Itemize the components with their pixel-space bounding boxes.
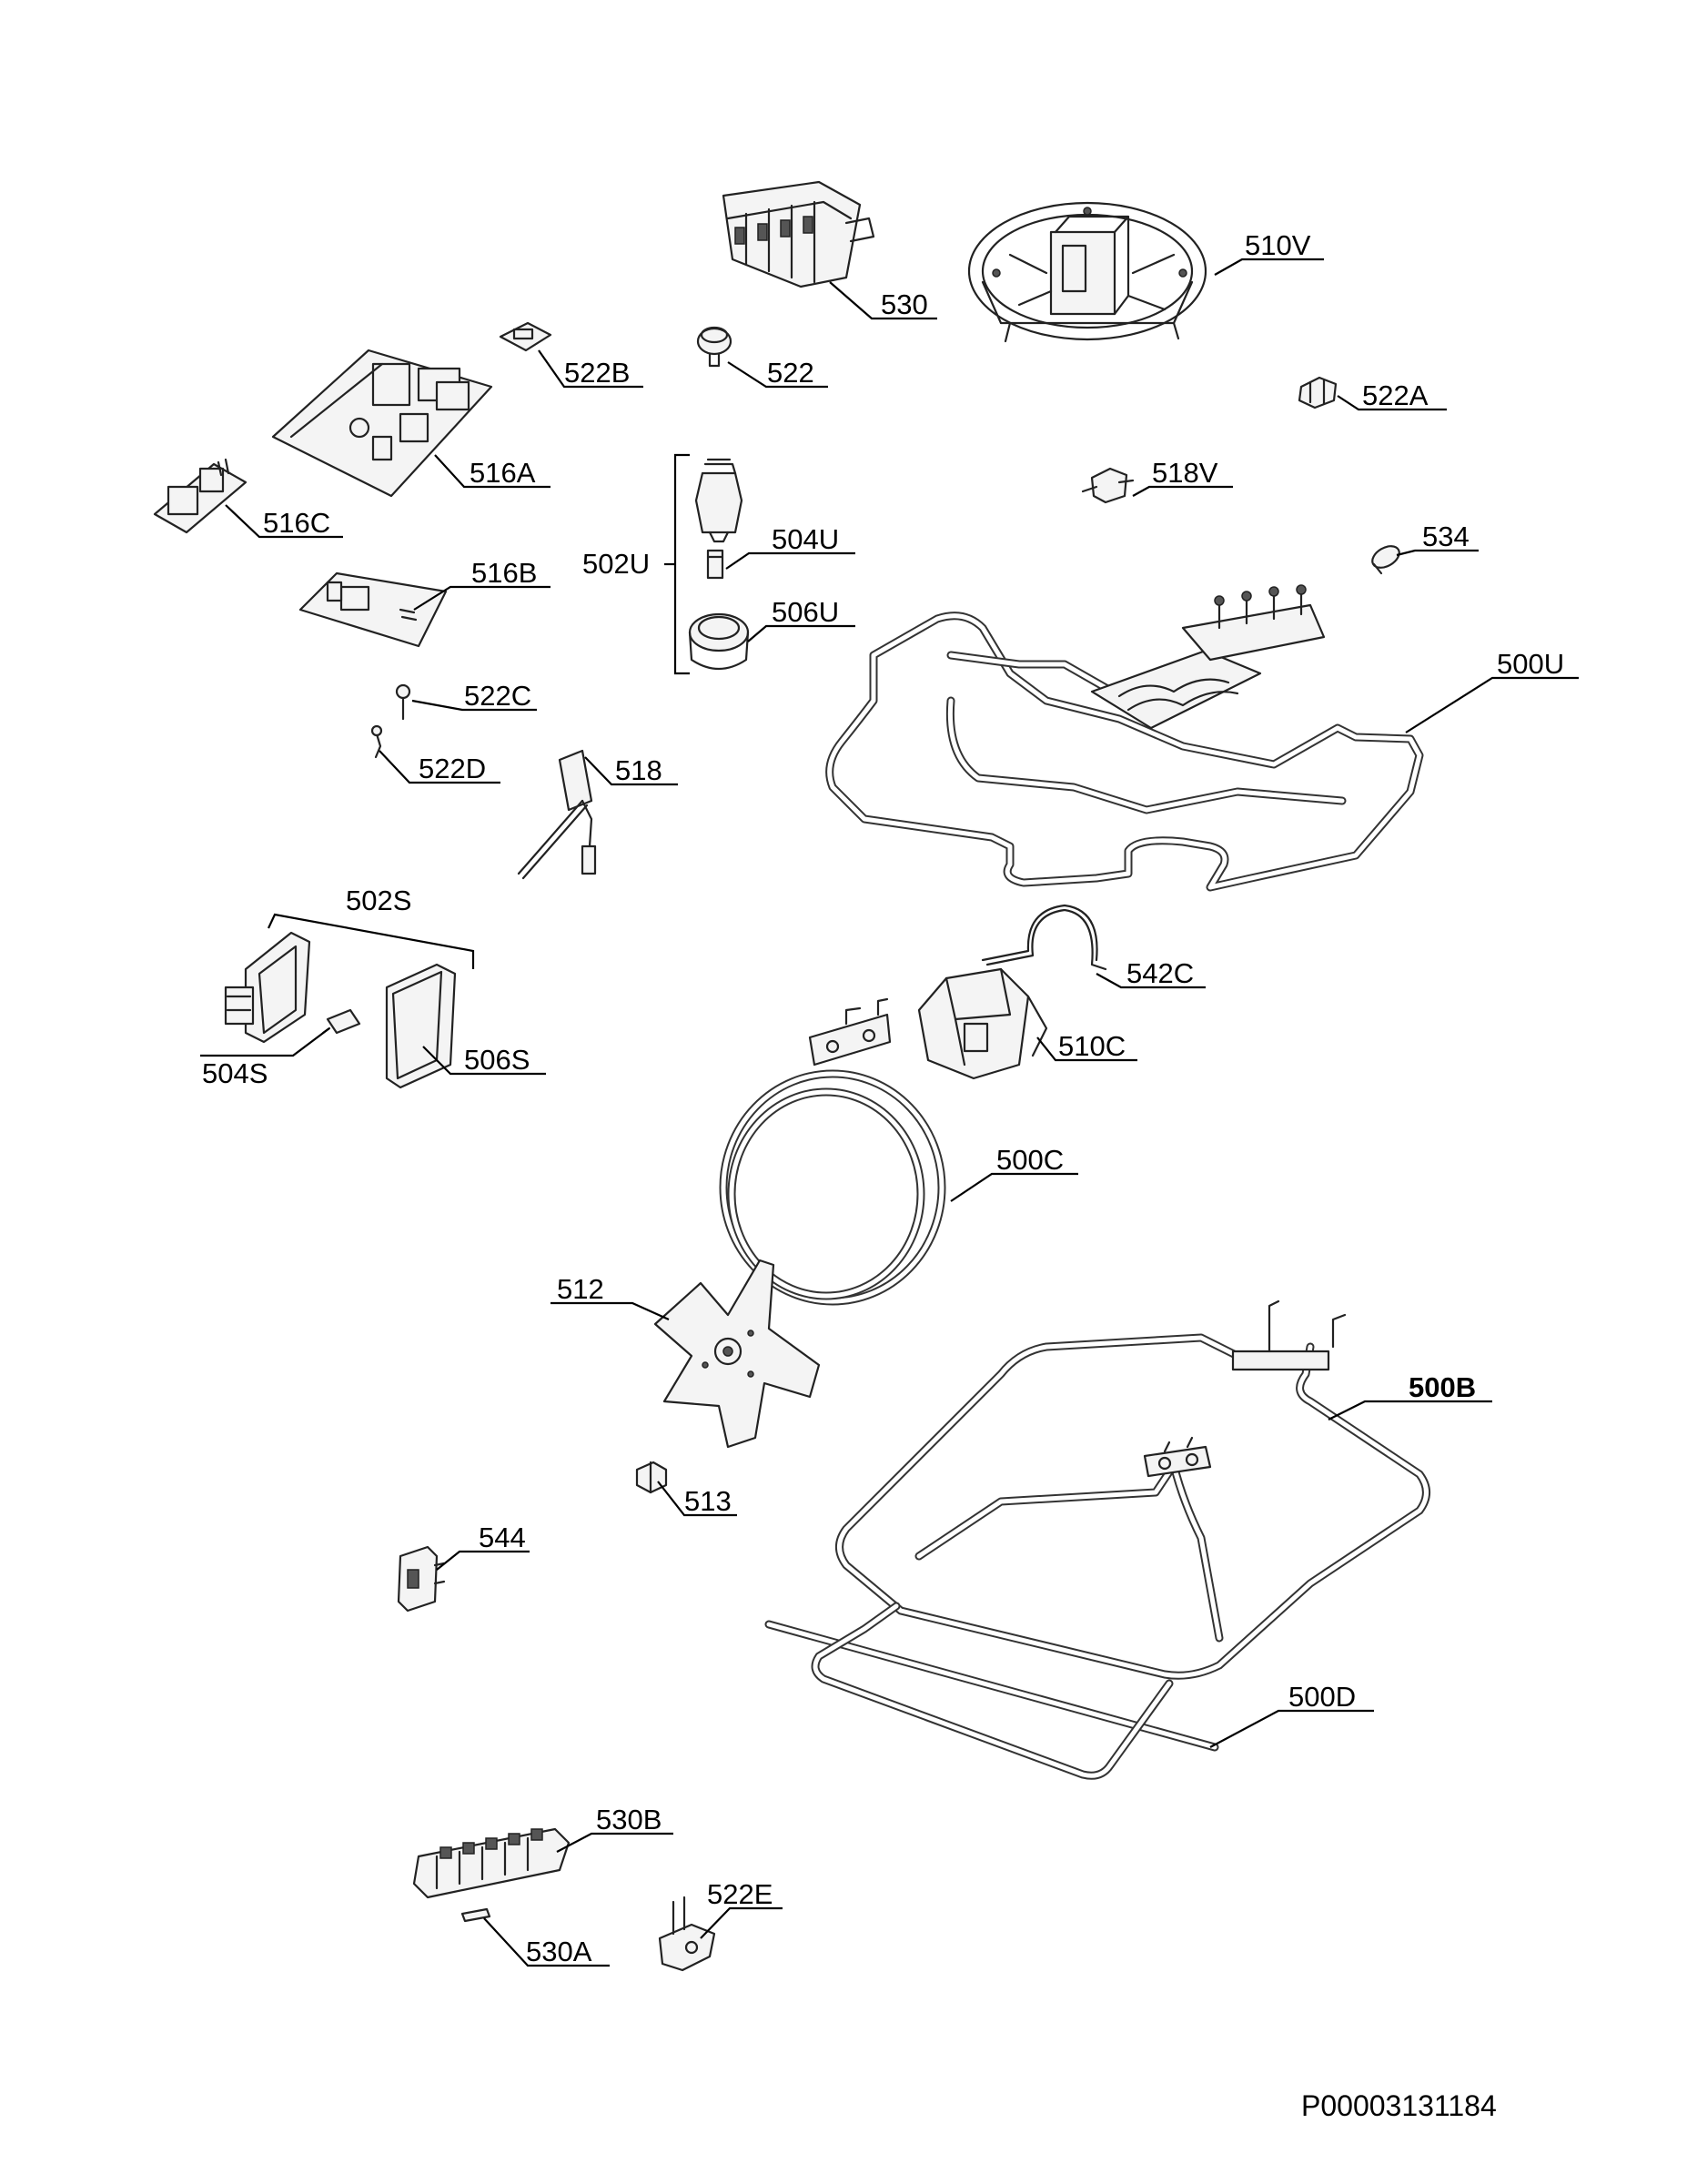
callout-500D: 500D (1288, 1681, 1356, 1713)
part-530-terminal-block (722, 180, 875, 288)
callout-530A: 530A (526, 1936, 592, 1967)
callout-512: 512 (557, 1273, 604, 1305)
part-542C-clip (981, 904, 1107, 971)
part-518-sensor (517, 749, 597, 880)
part-502S-housing (224, 931, 311, 1044)
callout-504U: 504U (772, 523, 839, 555)
callout-542C: 542C (1126, 957, 1194, 989)
callout-522: 522 (767, 357, 814, 389)
part-516A-board (271, 349, 493, 498)
callout-502U: 502U (582, 548, 650, 580)
callout-500B: 500B (1409, 1371, 1476, 1403)
callout-506S: 506S (464, 1044, 530, 1076)
callout-518: 518 (615, 754, 662, 786)
part-500U-grill-element (825, 584, 1424, 892)
callout-522C: 522C (464, 680, 531, 712)
callout-534: 534 (1422, 521, 1470, 552)
document-id: P00003131184 (1301, 2089, 1497, 2122)
part-530A (460, 1907, 491, 1923)
part-500C-ring-element (719, 997, 946, 1306)
part-522A (1298, 376, 1338, 410)
part-506S-cover (385, 963, 457, 1089)
part-513-nut (635, 1461, 668, 1494)
part-502S-bracket (268, 913, 475, 969)
callout-506U: 506U (772, 596, 839, 628)
callout-516A: 516A (470, 457, 536, 489)
part-516C-board (153, 458, 247, 534)
callout-510C: 510C (1058, 1030, 1126, 1062)
callout-500C: 500C (996, 1144, 1064, 1176)
part-530B-terminal-strip (412, 1827, 571, 1899)
part-522 (696, 326, 732, 368)
part-510C-motor (917, 967, 1048, 1080)
part-516B-board (298, 571, 448, 648)
leader-lines (200, 258, 1579, 1967)
callout-522E: 522E (707, 1878, 773, 1910)
callout-522A: 522A (1362, 379, 1429, 411)
callout-513: 513 (684, 1485, 732, 1517)
part-500B-bottom-element (835, 1299, 1430, 1680)
part-504U (706, 549, 724, 580)
callout-530: 530 (881, 288, 928, 320)
part-518V (1081, 467, 1135, 504)
part-502U-knob (694, 458, 743, 543)
part-534-lamp (1371, 545, 1400, 575)
callout-544: 544 (479, 1522, 526, 1553)
part-502U-bracket (664, 453, 690, 675)
part-522B (499, 321, 552, 352)
callout-516B: 516B (471, 557, 537, 589)
part-512-fan-blade (653, 1259, 821, 1449)
callout-522D: 522D (419, 753, 486, 784)
part-522E (658, 1896, 716, 1972)
callout-516C: 516C (263, 507, 330, 539)
callout-502S: 502S (346, 885, 411, 916)
callout-504S: 504S (202, 1057, 268, 1089)
part-500D-lower-element (764, 1602, 1219, 1780)
callout-510V: 510V (1245, 229, 1311, 261)
part-544-switch (397, 1545, 446, 1613)
callout-518V: 518V (1152, 457, 1218, 489)
part-522C (395, 683, 411, 721)
part-510V-fan-motor (967, 201, 1207, 343)
part-506U-cap (688, 612, 750, 670)
part-522D (370, 724, 383, 759)
callout-530B: 530B (596, 1804, 662, 1835)
callout-522B: 522B (564, 357, 630, 389)
callout-500U: 500U (1497, 648, 1564, 680)
